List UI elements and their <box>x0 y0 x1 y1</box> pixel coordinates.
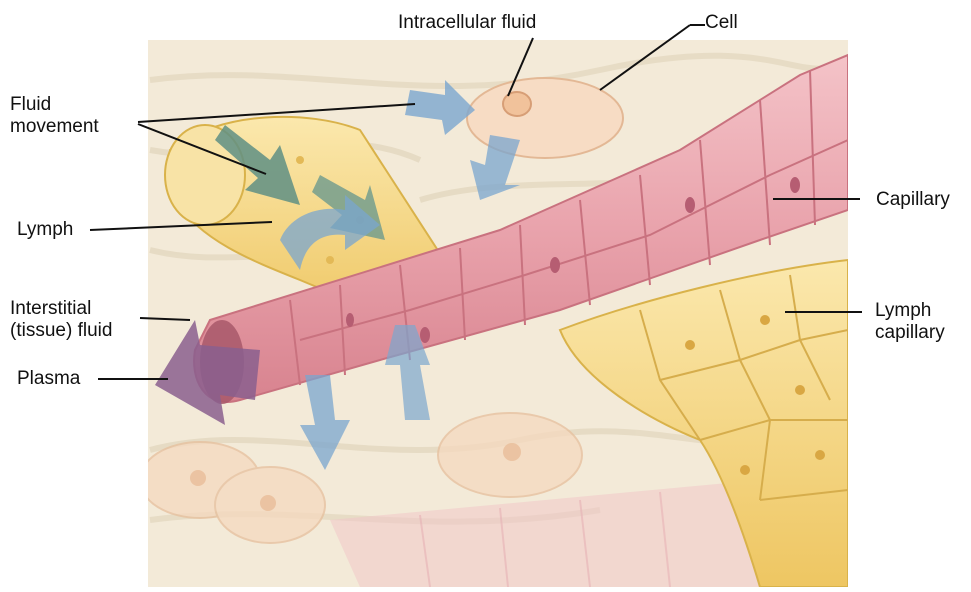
label-cell: Cell <box>705 12 738 34</box>
label-lymph: Lymph <box>17 219 73 241</box>
label-fluid-movement-line2: movement <box>10 116 99 138</box>
label-fluid-movement-line1: Fluid <box>10 94 51 116</box>
label-lymph-capillary-line2: capillary <box>875 322 945 344</box>
label-interstitial-line1: Interstitial <box>10 298 91 320</box>
label-plasma: Plasma <box>17 368 80 390</box>
label-lymph-capillary-line1: Lymph <box>875 300 931 322</box>
label-intracellular-fluid: Intracellular fluid <box>398 12 536 34</box>
label-capillary: Capillary <box>876 189 950 211</box>
label-interstitial-line2: (tissue) fluid <box>10 320 112 342</box>
